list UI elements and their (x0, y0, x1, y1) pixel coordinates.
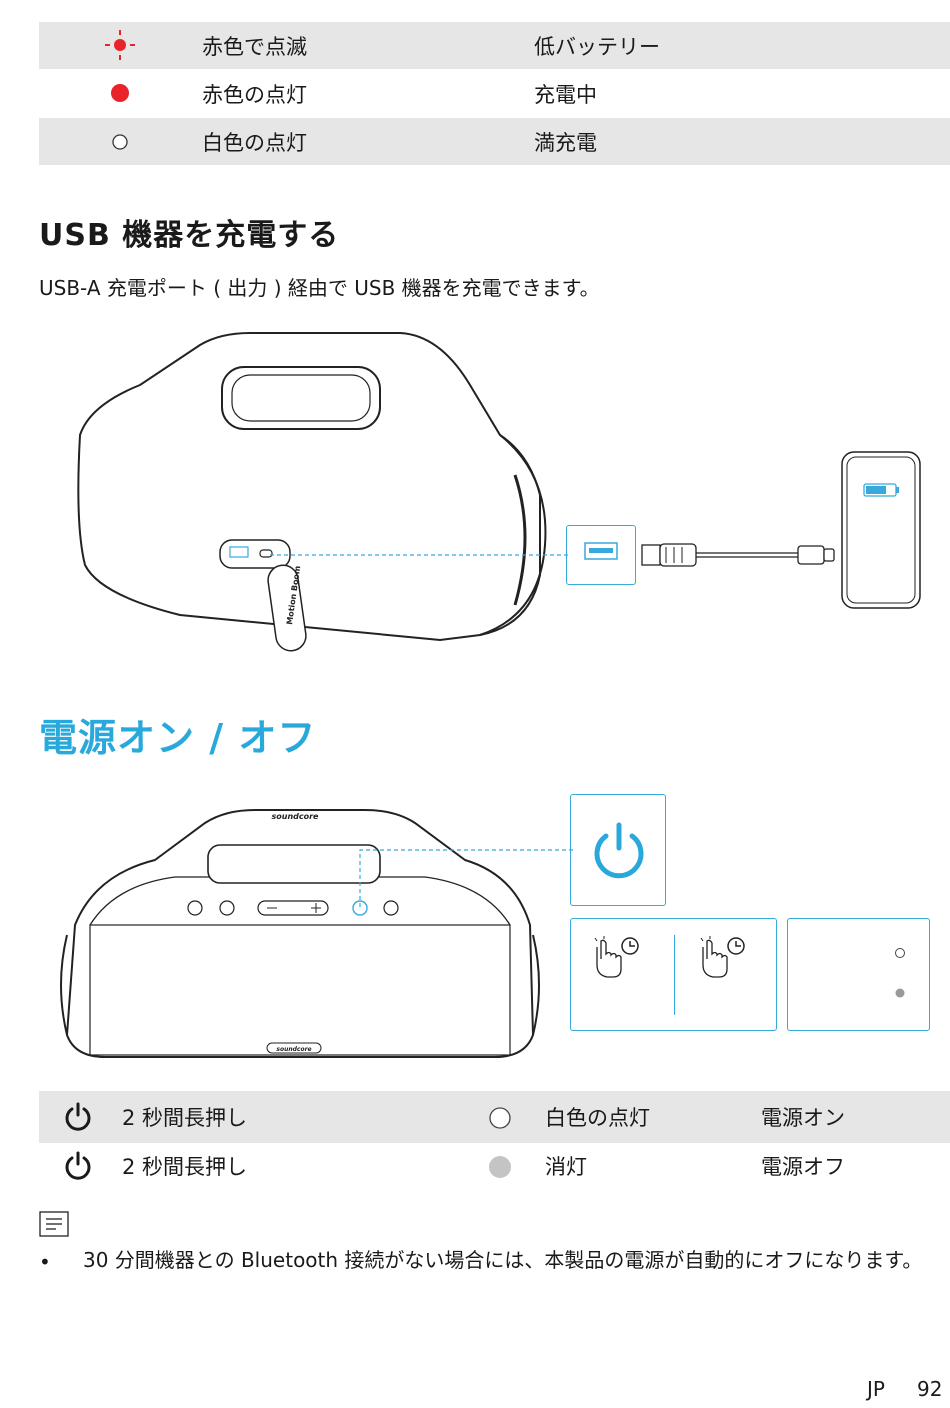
led-table-row-1: 赤色で点滅 低バッテリー (39, 22, 950, 69)
usb-port-icon (584, 542, 618, 560)
speaker-front-illustration: soundcore soundcore (55, 805, 545, 1065)
usb-port-callout (566, 525, 636, 585)
page-number: 92 (917, 1377, 942, 1401)
hand-press-timer-icon (695, 935, 747, 981)
power-result: 電源オフ (761, 1140, 845, 1192)
led-state: 赤色で点滅 (202, 22, 307, 69)
power-result: 電源オン (761, 1091, 845, 1143)
usb-heading: USB 機器を充電する (39, 210, 339, 254)
callout-divider (674, 935, 675, 1015)
led-off-icon (488, 1155, 512, 1179)
power-table-row-1: 2 秒間長押し 白色の点灯 電源オン (39, 1091, 950, 1143)
power-icon (63, 1102, 93, 1132)
power-icon (63, 1151, 93, 1181)
speaker-side-illustration: Motion Boom (60, 325, 560, 655)
usb-cable-icon (640, 535, 840, 575)
led-meaning: 充電中 (534, 70, 597, 117)
note-text: 30 分間機器との Bluetooth 接続がない場合には、本製品の電源が自動的… (83, 1245, 948, 1276)
footer-lang: JP (867, 1377, 885, 1401)
brand-label-bottom: soundcore (276, 1046, 311, 1053)
white-dot-icon (111, 133, 129, 151)
led-on-icon (894, 947, 906, 959)
led-state: 白色の点灯 (202, 118, 307, 165)
led-indicator-callout (787, 918, 930, 1031)
press-hold-callout (570, 918, 777, 1031)
led-table-row-3: 白色の点灯 満充電 (39, 118, 950, 165)
led-state: 赤色の点灯 (202, 70, 307, 117)
power-action: 2 秒間長押し (122, 1140, 247, 1192)
led-meaning: 低バッテリー (534, 22, 660, 69)
led-white-icon (488, 1106, 512, 1130)
power-action: 2 秒間長押し (122, 1091, 247, 1143)
smartphone-icon (840, 450, 922, 610)
port-connector-line (270, 545, 570, 565)
power-icon (589, 822, 649, 882)
red-blink-icon (103, 28, 137, 62)
power-table-row-2: 2 秒間長押し 消灯 電源オフ (39, 1140, 950, 1192)
led-off-icon (894, 987, 906, 999)
led-meaning: 満充電 (534, 118, 597, 165)
power-heading: 電源オン / オフ (39, 707, 316, 762)
usb-description: USB-A 充電ポート ( 出力 ) 経由で USB 機器を充電できます。 (39, 272, 600, 301)
power-led: 白色の点灯 (545, 1091, 650, 1143)
brand-label-top: soundcore (272, 812, 320, 821)
power-connector-line (355, 845, 575, 910)
note-icon (39, 1211, 69, 1237)
power-led: 消灯 (545, 1140, 587, 1192)
led-table-row-2: 赤色の点灯 充電中 (39, 70, 950, 117)
bullet-dot: • (39, 1250, 51, 1274)
red-dot-icon (110, 83, 130, 103)
power-button-callout (570, 794, 666, 906)
hand-press-timer-icon (589, 935, 641, 981)
